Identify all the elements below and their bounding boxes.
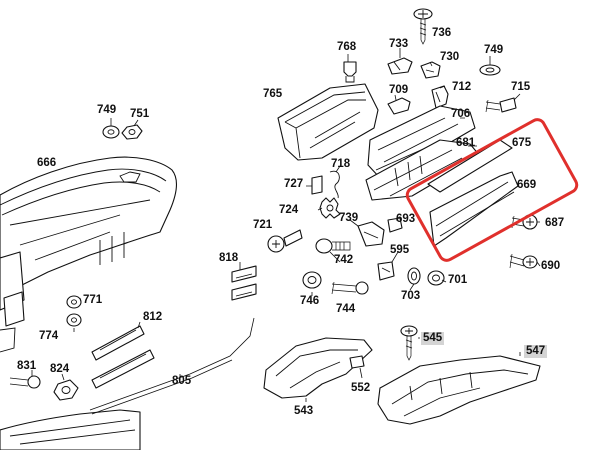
spring-clip-718 — [329, 170, 340, 199]
callout-818: 818 — [219, 252, 239, 264]
vent-strip-818 — [231, 265, 257, 301]
screw-715 — [485, 97, 517, 113]
nut-751 — [121, 124, 143, 140]
insulation-pad-543 — [263, 337, 373, 399]
callout-545: 545 — [421, 332, 445, 345]
trim-bar-675 — [427, 139, 513, 193]
callout-715: 715 — [511, 81, 531, 93]
callout-742: 742 — [334, 254, 354, 266]
nut-824 — [53, 379, 79, 401]
callout-690: 690 — [541, 260, 561, 272]
clip-768 — [343, 61, 357, 83]
callout-739: 739 — [339, 212, 359, 224]
screw-690 — [509, 253, 538, 269]
latch-739-693 — [357, 217, 403, 247]
insulation-pad-547 — [377, 355, 541, 425]
star-washer-724 — [319, 197, 341, 219]
callout-666: 666 — [37, 157, 57, 169]
callout-681: 681 — [456, 137, 476, 149]
cover-765 — [277, 83, 379, 161]
callout-543: 543 — [294, 405, 314, 417]
screw-545 — [400, 325, 418, 361]
glovebox-lid-669 — [429, 171, 519, 247]
callout-749-left: 749 — [97, 104, 117, 116]
callout-669: 669 — [517, 179, 537, 191]
callout-733: 733 — [389, 38, 409, 50]
callout-712: 712 — [452, 81, 472, 93]
washer-749-right — [479, 64, 501, 76]
hook-712 — [431, 85, 449, 109]
bracket-595 — [377, 261, 395, 281]
callout-746: 746 — [300, 295, 320, 307]
callout-768: 768 — [337, 41, 357, 53]
callout-718: 718 — [331, 158, 351, 170]
clip-730 — [420, 61, 441, 79]
callout-831: 831 — [17, 360, 37, 372]
callout-595: 595 — [390, 244, 410, 256]
callout-727: 727 — [284, 178, 304, 190]
screw-744 — [331, 281, 369, 295]
bolt-742 — [315, 238, 351, 254]
callout-675: 675 — [512, 137, 532, 149]
callout-547: 547 — [524, 345, 548, 358]
washer-749-left — [102, 125, 120, 139]
leader-lines — [31, 48, 541, 402]
grommet-701 — [427, 270, 445, 286]
dashboard-carrier-part — [0, 156, 178, 450]
bracket-709 — [387, 97, 411, 115]
callout-706: 706 — [451, 108, 471, 120]
callout-812: 812 — [143, 311, 163, 323]
callout-703: 703 — [401, 290, 421, 302]
callout-701: 701 — [448, 274, 468, 286]
callout-687: 687 — [545, 217, 565, 229]
screw-831 — [9, 375, 41, 389]
callout-771: 771 — [83, 294, 103, 306]
clip-552 — [349, 355, 365, 369]
callout-709: 709 — [389, 84, 409, 96]
washer-746 — [302, 271, 322, 289]
clip-733 — [387, 57, 413, 75]
callout-736: 736 — [432, 27, 452, 39]
callout-824: 824 — [50, 363, 70, 375]
cable-805 — [89, 317, 255, 415]
callout-751: 751 — [130, 108, 150, 120]
washer-774 — [66, 313, 82, 327]
callout-765: 765 — [263, 88, 283, 100]
callout-693: 693 — [396, 213, 416, 225]
callout-805: 805 — [172, 375, 192, 387]
callout-774: 774 — [39, 330, 59, 342]
grommet-703 — [407, 267, 421, 285]
bushing-727 — [311, 175, 323, 195]
callout-744: 744 — [336, 303, 356, 315]
bracket-assembly-706-681 — [365, 105, 481, 201]
screw-736 — [413, 8, 433, 45]
callout-724: 724 — [279, 204, 299, 216]
callout-552: 552 — [351, 382, 371, 394]
washer-771 — [66, 295, 82, 309]
knob-721 — [267, 229, 303, 253]
trim-strip-812 — [91, 325, 155, 389]
callout-749-right: 749 — [484, 44, 504, 56]
callout-730: 730 — [440, 51, 460, 63]
callout-721: 721 — [253, 219, 273, 231]
